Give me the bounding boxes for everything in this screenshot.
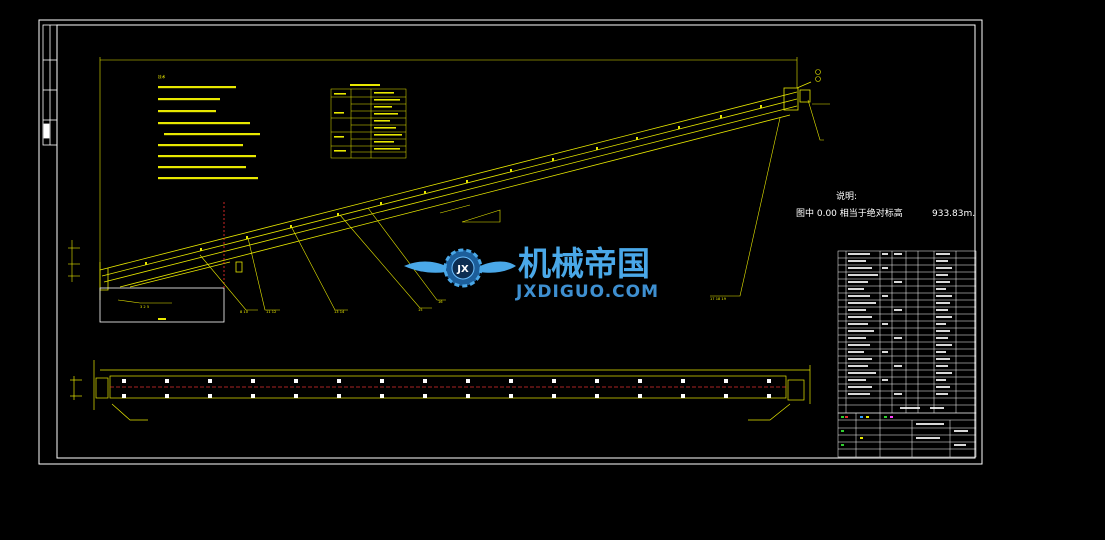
title-block xyxy=(837,412,977,458)
notes-elevation-line: 图中 0.00 相当于绝对标高 xyxy=(796,207,903,219)
callout-7: 17 18 19 xyxy=(710,297,727,301)
inclined-conveyor xyxy=(99,81,812,291)
parts-list-table xyxy=(837,250,977,414)
plan-view xyxy=(70,360,811,421)
callout-2: 8 10 xyxy=(240,310,249,314)
watermark-cn-text: 机械帝国 xyxy=(518,244,650,283)
notes-heading-cn: 说明: xyxy=(836,190,857,202)
top-dimension xyxy=(99,57,798,300)
notes-elevation-value: 933.83m. xyxy=(932,209,975,219)
technical-requirements-notes: 技术 xyxy=(158,74,260,180)
foundation-pit xyxy=(99,200,243,323)
parts-list-cell-text xyxy=(848,253,952,395)
leader-lines xyxy=(117,99,824,311)
inner-frame xyxy=(56,24,976,459)
idler-marks xyxy=(145,105,762,265)
callout-6: 16 xyxy=(438,300,443,304)
callout-3: 11 12 xyxy=(266,310,276,314)
wing-left-icon xyxy=(404,261,446,273)
plan-view-bolts xyxy=(122,379,771,398)
callout-1: 3 2 5 xyxy=(140,305,149,309)
outer-frame xyxy=(38,19,983,465)
watermark-en-text: JXDIGUO.COM xyxy=(515,282,659,302)
callout-5: 15 xyxy=(418,308,423,312)
parameter-table xyxy=(330,88,407,159)
watermark-logo: JX 机械帝国 JXDIGUO.COM xyxy=(404,244,659,302)
notes-heading: 技术 xyxy=(158,74,166,79)
slope-angle-mark xyxy=(439,204,501,223)
left-title-strip xyxy=(42,24,58,146)
callout-4: 13 14 xyxy=(334,310,345,314)
watermark-badge: JX xyxy=(456,264,469,275)
gear-icon: JX xyxy=(443,248,483,288)
wing-right-icon xyxy=(480,261,516,273)
title-block-color-marks xyxy=(841,416,893,446)
